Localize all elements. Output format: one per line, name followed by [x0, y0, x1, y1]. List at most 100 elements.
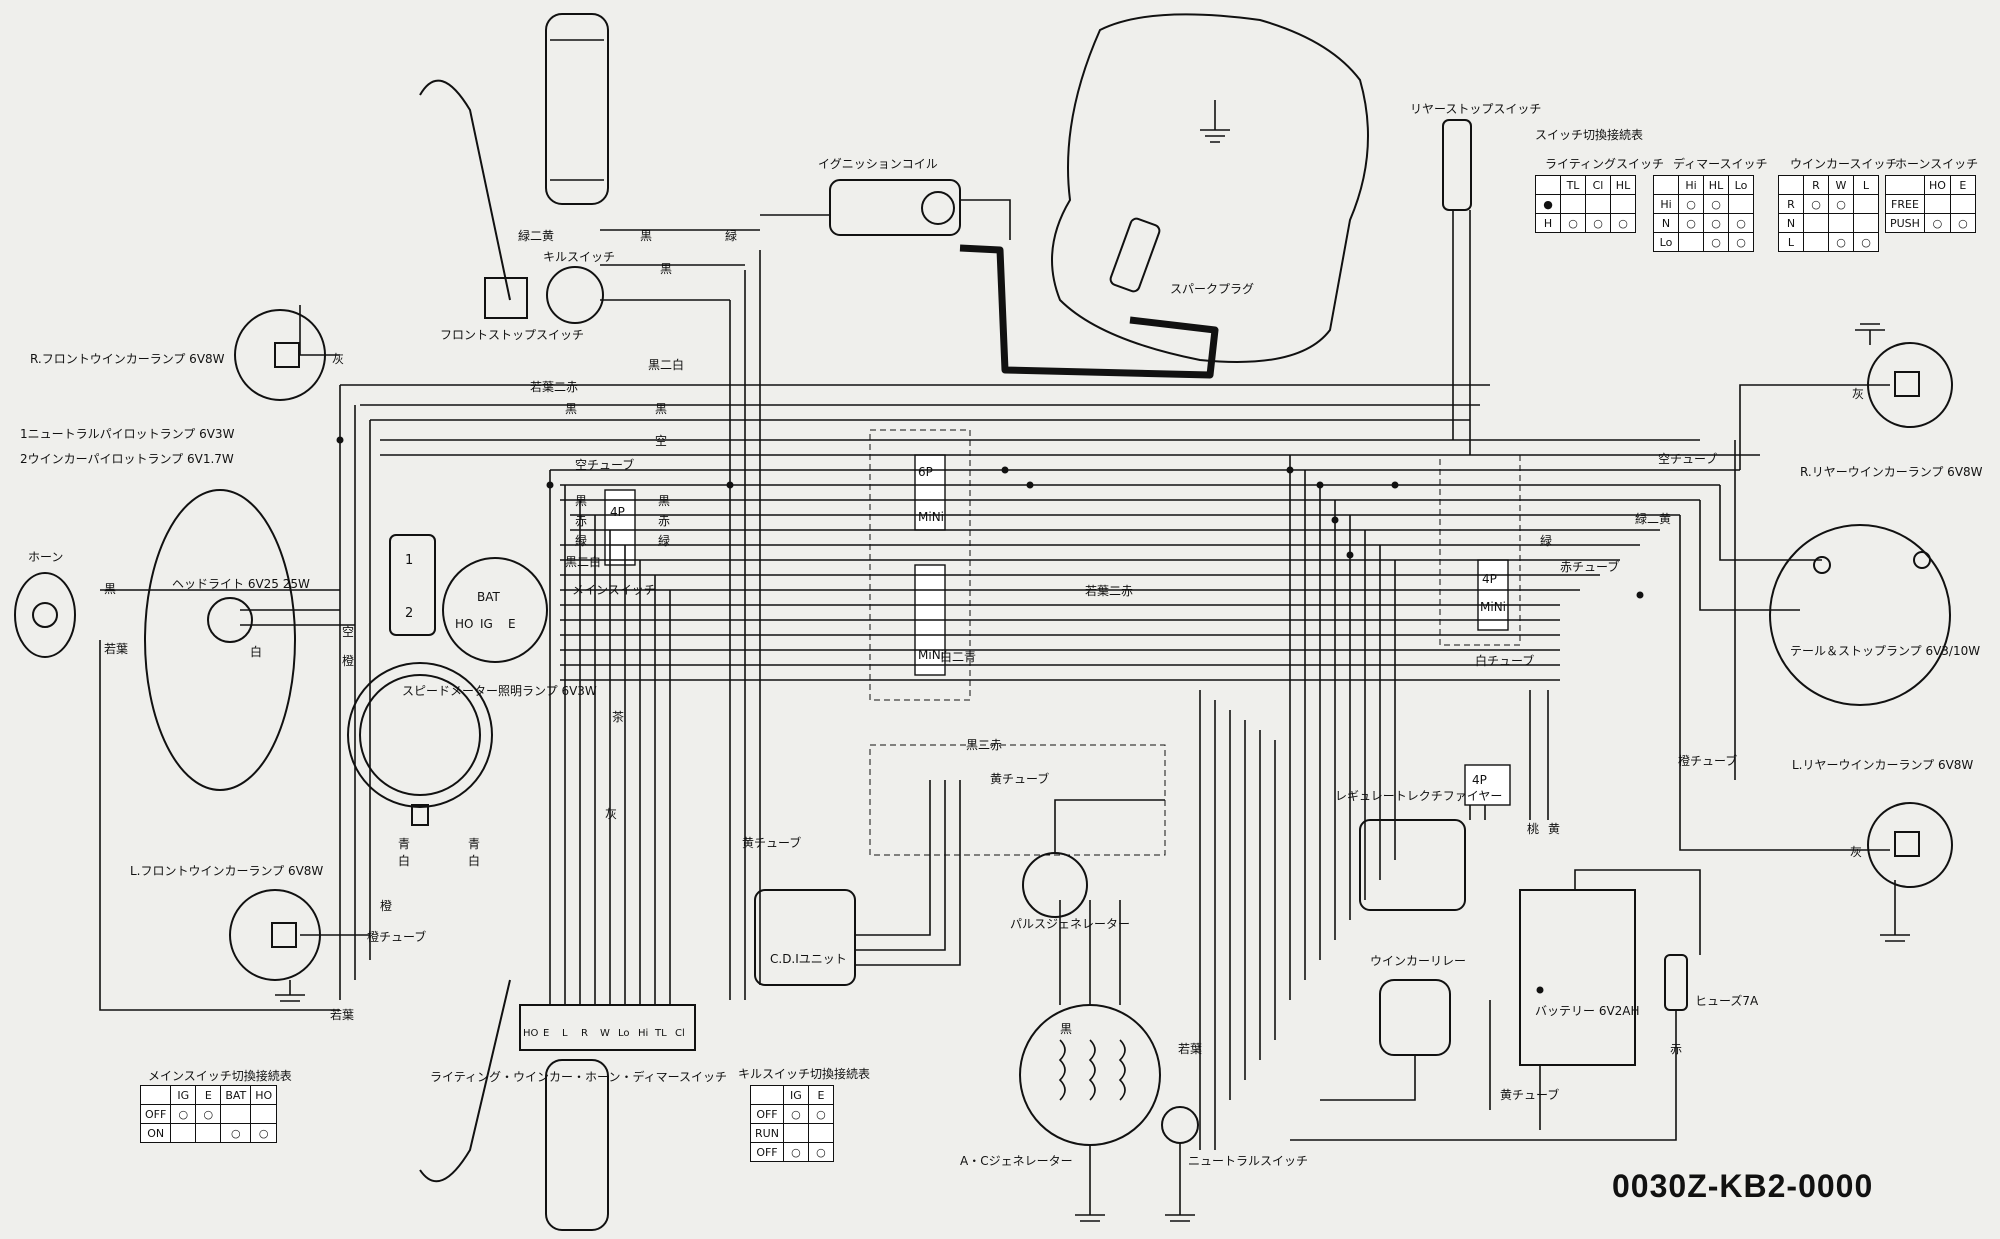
- neutral-pilot-label: 1ニュートラルパイロットランプ 6V3W: [20, 427, 235, 441]
- winker-pilot-label: 2ウインカーパイロットランプ 6V1.7W: [20, 452, 234, 466]
- speedometer-icon: [347, 662, 493, 826]
- table-header: L: [1853, 175, 1879, 195]
- table-header: Lo: [1728, 175, 1754, 195]
- battery-icon: [1519, 889, 1636, 1066]
- table-header: [750, 1085, 784, 1105]
- main-switch-pin: HO: [455, 617, 474, 631]
- wire-label: 若葉二赤: [530, 380, 579, 394]
- wire-label: 黒: [640, 229, 653, 243]
- table-header: E: [195, 1085, 222, 1105]
- table-cell: L: [1778, 232, 1804, 252]
- rear-stop-switch-label: リヤーストップスイッチ: [1410, 102, 1542, 116]
- table-row: N ○ ○ ○: [1653, 213, 1754, 233]
- main-switch-table-label: メインスイッチ切換接続表: [148, 1069, 292, 1083]
- front-stop-switch-label: フロントストップスイッチ: [440, 328, 585, 342]
- table-cell: Lo: [1653, 232, 1679, 252]
- horn-switch-table: HO E FREE PUSH ○ ○: [1885, 175, 1976, 233]
- table-cell: ○: [220, 1123, 252, 1143]
- wire-label: 緑二黄: [1635, 512, 1672, 526]
- table-cell: ○: [195, 1104, 222, 1124]
- table-header: E: [807, 1085, 834, 1105]
- table-row: IG E BAT HO: [139, 1085, 278, 1105]
- table-cell: ON: [139, 1123, 172, 1143]
- table-row: R W L: [1778, 175, 1879, 195]
- wire-label: 青: [398, 837, 411, 851]
- wire-label: 橙: [380, 899, 393, 913]
- sky-tube-label: 空チューブ: [575, 458, 635, 472]
- table-cell: H: [1535, 213, 1561, 233]
- table-row: FREE: [1885, 194, 1976, 214]
- wire-label: 灰: [1850, 845, 1863, 859]
- table-cell: [1803, 213, 1829, 233]
- wire-harness: [99, 100, 1910, 1222]
- table-cell: Hi: [1653, 194, 1679, 214]
- handle-switch-pin: TL: [655, 1028, 667, 1039]
- table-cell: OFF: [139, 1104, 172, 1124]
- wire-label: 白: [468, 854, 481, 868]
- connector-4p-rear-label: 4P: [1482, 572, 1497, 586]
- table-row: Lo ○ ○: [1653, 232, 1754, 252]
- table-cell: ○: [1703, 232, 1729, 252]
- cdi-unit-label: C.D.Iユニット: [770, 952, 847, 966]
- table-row: R ○ ○: [1778, 194, 1879, 214]
- table-cell: ○: [1560, 213, 1586, 233]
- table-header: W: [1828, 175, 1854, 195]
- table-cell: ○: [1703, 194, 1729, 214]
- table-cell: ○: [1678, 213, 1704, 233]
- wire-label: 緑二黄: [518, 229, 555, 243]
- table-cell: ○: [1585, 213, 1611, 233]
- orange-tube-rear-label: 橙チューブ: [1678, 754, 1738, 768]
- horn-label: ホーン: [28, 550, 64, 564]
- kill-switch-table-label: キルスイッチ切換接続表: [738, 1067, 871, 1081]
- wire-label: 空: [655, 434, 668, 448]
- table-header: TL: [1560, 175, 1586, 195]
- pilot-lamp-housing: [389, 534, 436, 636]
- wire-label: 黒: [575, 494, 588, 508]
- table-cell: ○: [250, 1123, 278, 1143]
- wire-label: 黒: [1060, 1022, 1073, 1036]
- ac-generator-icon: [1019, 1004, 1161, 1146]
- wire-label: 黒二赤: [966, 738, 1003, 752]
- wire-label: 緑: [575, 534, 588, 548]
- spark-plug-label: スパークプラグ: [1170, 282, 1255, 296]
- table-cell: ○: [1853, 232, 1879, 252]
- table-row: Hi ○ ○: [1653, 194, 1754, 214]
- plug-lead: [959, 244, 1219, 379]
- table-cell: ○: [782, 1104, 809, 1124]
- wire-label: 黄: [1548, 822, 1561, 836]
- table-cell: OFF: [750, 1104, 784, 1124]
- mini-connector-label: MiNi: [918, 648, 944, 662]
- table-header: IG: [782, 1085, 809, 1105]
- table-cell: [170, 1123, 197, 1143]
- table-header: [1885, 175, 1925, 195]
- table-row: ON ○ ○: [139, 1123, 278, 1143]
- table-row: OFF ○ ○: [750, 1142, 834, 1162]
- l-rear-winker-icon: [1867, 802, 1953, 888]
- pulse-generator-label: パルスジェネレーター: [1010, 917, 1131, 931]
- table-header: BAT: [220, 1085, 252, 1105]
- main-switch-label: メインスイッチ: [572, 583, 656, 597]
- red-tube-label: 赤チューブ: [1560, 560, 1620, 574]
- table-cell: [807, 1123, 834, 1143]
- connector-group-left: [869, 429, 971, 701]
- horn-icon: [14, 572, 76, 658]
- wire-label: 赤: [658, 514, 671, 528]
- wire-label: 青: [468, 837, 481, 851]
- table-cell: ○: [807, 1142, 834, 1162]
- table-cell: ○: [1703, 213, 1729, 233]
- main-switch-icon: [442, 557, 548, 663]
- r-rear-winker-label: R.リヤーウインカーランプ 6V8W: [1800, 465, 1983, 479]
- regulator-rectifier-icon: [1359, 819, 1466, 911]
- wire-label: 黒: [658, 494, 671, 508]
- fuse-label: ヒューズ7A: [1695, 994, 1759, 1008]
- handlebar-grip-top: [419, 13, 609, 301]
- table-cell: ○: [1728, 213, 1754, 233]
- cdi-unit-icon: [754, 889, 856, 986]
- table-cell: [195, 1123, 222, 1143]
- table-cell: R: [1778, 194, 1804, 214]
- table-cell: [1828, 213, 1854, 233]
- winker-relay-icon: [1379, 979, 1451, 1056]
- table-cell: [1949, 194, 1976, 214]
- table-row: TL Cl HL: [1535, 175, 1636, 195]
- wire-label: 灰: [605, 807, 618, 821]
